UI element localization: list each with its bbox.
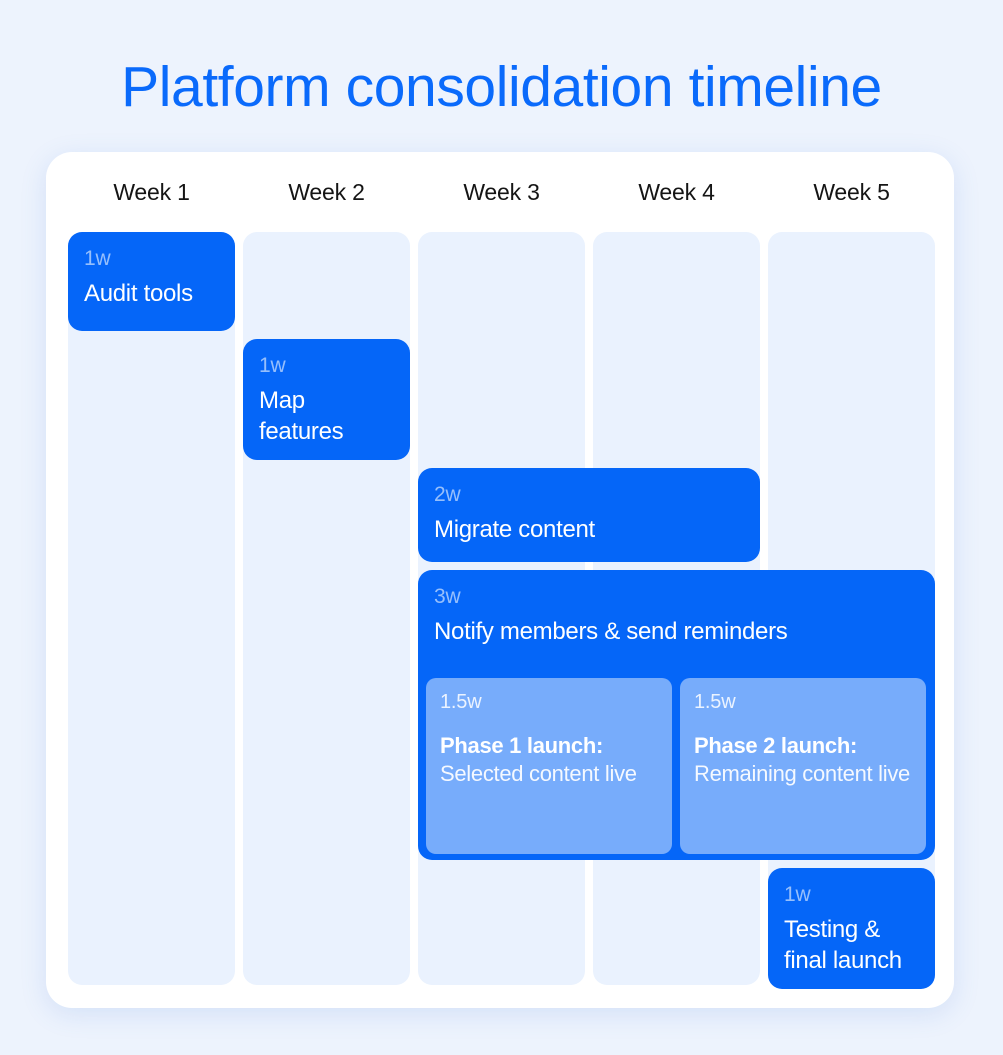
subtask-duration-phase-2-launch: 1.5w — [694, 691, 736, 713]
page-title: Platform consolidation timeline — [121, 55, 882, 119]
column-header-week-2: Week 2 — [288, 178, 365, 205]
week-header-row: Week 1 Week 2 Week 3 Week 4 Week 5 — [68, 152, 935, 232]
subtask-row: 1.5w Phase 1 launch: Selected content li… — [426, 678, 927, 854]
column-header-week-5: Week 5 — [813, 178, 890, 205]
column-header-week-3: Week 3 — [463, 178, 540, 205]
column-header-week-1: Week 1 — [113, 178, 190, 205]
subtask-text-phase-1-launch: Phase 1 launch: Selected content live — [440, 732, 658, 788]
timeline-card: Week 1 Week 2 Week 3 Week 4 Week 5 1w Au… — [46, 152, 954, 1008]
lane-week-1 — [68, 232, 235, 985]
task-label-audit-tools: Audit tools — [84, 280, 193, 307]
subtask-duration-phase-1-launch: 1.5w — [440, 691, 482, 713]
subtask-bar-phase-2-launch[interactable]: 1.5w Phase 2 launch: Remaining content l… — [680, 678, 926, 854]
timeline-bars-layer: 1w Audit tools 1w Map features 2w Migrat… — [68, 232, 935, 1022]
task-bar-audit-tools[interactable]: 1w Audit tools — [68, 232, 235, 331]
task-duration-audit-tools: 1w — [84, 247, 111, 270]
subtask-title-phase-1-launch: Phase 1 launch: — [440, 733, 604, 758]
column-header-week-4: Week 4 — [638, 178, 715, 205]
subtask-title-phase-2-launch: Phase 2 launch: — [694, 733, 858, 758]
task-duration-testing-final-launch: 1w — [784, 883, 811, 906]
task-duration-migrate-content: 2w — [434, 483, 461, 506]
task-label-notify-members: Notify members & send reminders — [434, 618, 788, 645]
subtask-description-phase-1-launch: Selected content live — [440, 761, 637, 786]
task-bar-notify-members[interactable]: 3w Notify members & send reminders 1.5w … — [418, 570, 935, 860]
subtask-bar-phase-1-launch[interactable]: 1.5w Phase 1 launch: Selected content li… — [426, 678, 672, 854]
task-label-testing-final-launch: Testing & final launch — [784, 916, 902, 974]
subtask-text-phase-2-launch: Phase 2 launch: Remaining content live — [694, 732, 912, 788]
task-duration-map-features: 1w — [259, 354, 286, 377]
task-label-migrate-content: Migrate content — [434, 516, 595, 543]
task-duration-notify-members: 3w — [434, 585, 461, 608]
task-label-map-features: Map features — [259, 387, 344, 445]
task-bar-migrate-content[interactable]: 2w Migrate content — [418, 468, 760, 562]
subtask-description-phase-2-launch: Remaining content live — [694, 761, 910, 786]
task-bar-testing-final-launch[interactable]: 1w Testing & final launch — [768, 868, 935, 989]
task-bar-map-features[interactable]: 1w Map features — [243, 339, 410, 460]
